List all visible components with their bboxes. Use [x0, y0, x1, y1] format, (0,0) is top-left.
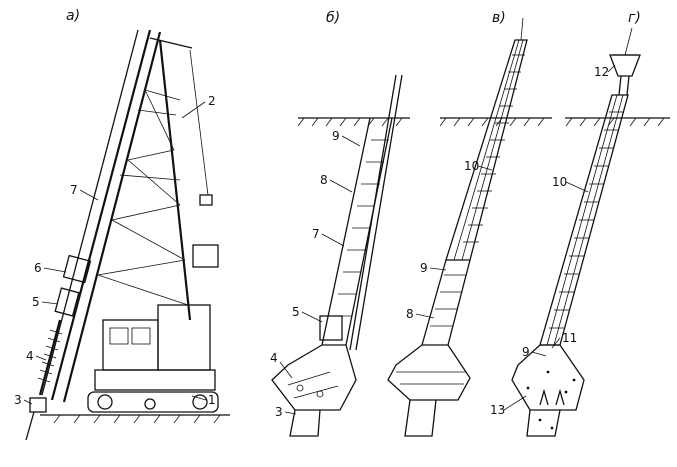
hoist-rope [189, 49, 209, 196]
kelly-bar [41, 29, 139, 396]
drill-motor [54, 287, 80, 317]
bit-tip [404, 399, 437, 437]
ground-hatching [565, 117, 665, 127]
callout-3: 3 [14, 393, 22, 407]
base-fill-lines [396, 371, 466, 385]
cage-mesh [453, 39, 525, 261]
enlarged-base [387, 344, 471, 401]
a-frame-leg [158, 39, 192, 321]
mast-rail [50, 29, 152, 401]
callout-4: 4 [270, 351, 278, 365]
drill-direction-arrow [25, 411, 35, 441]
track-wheel [192, 394, 208, 410]
callout-9: 9 [420, 261, 428, 275]
callout-12: 12 [594, 65, 609, 79]
callout-10: 10 [552, 175, 567, 189]
pile-tip [526, 409, 561, 437]
panel-a-drilling-rig: а) [14, 8, 230, 441]
frame-bracing [97, 89, 189, 306]
callout-13: 13 [490, 403, 505, 417]
borehole-wall [321, 117, 371, 346]
borehole-wall [447, 259, 471, 346]
bit-tip [289, 409, 321, 437]
rig-platform [94, 369, 216, 391]
operator-cab [102, 319, 159, 371]
borehole-wall [421, 259, 447, 346]
cab-window [109, 327, 129, 345]
winch [192, 244, 219, 268]
callout-5: 5 [292, 305, 300, 319]
panel-b-borehole: б) 9 8 [270, 10, 410, 437]
panel-b-label: б) [326, 10, 340, 26]
tremie-pipe [618, 75, 622, 96]
reamer [319, 315, 343, 341]
enlarged-base [271, 344, 357, 411]
mast-head [149, 37, 193, 49]
callout-1: 1 [208, 393, 216, 407]
hook-block [199, 194, 213, 206]
auger [37, 319, 63, 396]
callout-8: 8 [320, 173, 328, 187]
concrete-hopper [609, 54, 641, 77]
drill-rod [355, 74, 403, 351]
callout-9: 9 [522, 345, 530, 359]
track-wheel [97, 394, 113, 410]
cab-window [131, 327, 151, 345]
callout-4: 4 [26, 349, 34, 363]
callout-2: 2 [208, 94, 216, 108]
concrete-flow-arrows [539, 388, 565, 406]
enlarged-base [511, 344, 585, 411]
callout-5: 5 [32, 295, 40, 309]
cage-mesh [546, 94, 624, 346]
crawler-track [87, 391, 219, 413]
ground-hatching [297, 117, 403, 127]
rotary-drive [62, 254, 92, 284]
callout-6: 6 [34, 261, 42, 275]
panel-g-concreting: г) [490, 10, 670, 437]
drill-bit [29, 397, 47, 413]
track-wheel [144, 398, 156, 410]
ground-hatching [439, 117, 545, 127]
callout-11: 11 [562, 331, 577, 345]
callout-7: 7 [70, 183, 78, 197]
callout-8: 8 [406, 307, 414, 321]
engine-housing [157, 304, 211, 371]
lifting-line [624, 27, 633, 56]
panel-g-label: г) [628, 10, 641, 26]
panel-v-reinforcement: в) 10 [387, 10, 552, 437]
callout-3: 3 [275, 405, 283, 419]
callout-9: 9 [332, 129, 340, 143]
drill-rod [349, 74, 397, 351]
tremie-pipe [626, 75, 630, 96]
cutter-blades [287, 371, 339, 399]
mast-rail [62, 31, 162, 403]
concrete-fill [526, 370, 576, 430]
panel-v-label: в) [492, 10, 506, 26]
borehole-wall [345, 117, 393, 346]
ground-hatching [53, 414, 221, 424]
panel-a-label: а) [66, 8, 80, 24]
lifting-line [520, 17, 524, 41]
callout-7: 7 [312, 227, 320, 241]
callout-10: 10 [464, 159, 479, 173]
fill-lines [430, 274, 466, 327]
